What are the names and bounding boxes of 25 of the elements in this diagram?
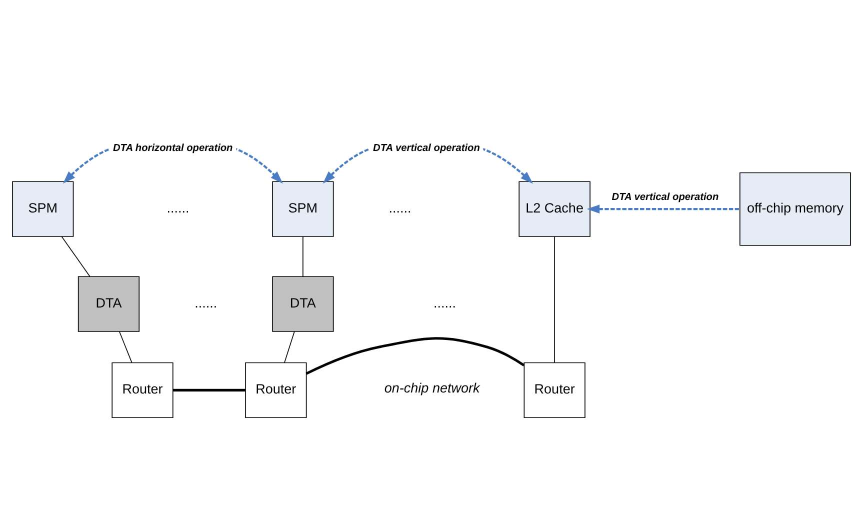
- node-box: L2 Cache: [518, 180, 590, 236]
- node-box: SPM: [272, 180, 334, 236]
- label: ......: [388, 200, 412, 215]
- connector: [61, 236, 90, 276]
- label: ......: [434, 294, 456, 310]
- edge-label: DTA vertical operation: [612, 191, 719, 202]
- label: on-chip network: [384, 380, 480, 396]
- connector: [284, 330, 295, 362]
- connector: [554, 236, 555, 362]
- node-box: Router: [524, 362, 586, 418]
- connector: [302, 236, 304, 276]
- node-box: DTA: [78, 276, 140, 332]
- node-box: off-chip memory: [739, 172, 851, 246]
- node-box: Router: [112, 362, 174, 418]
- label: ......: [166, 200, 190, 215]
- connector: [173, 388, 246, 391]
- connector: [119, 330, 132, 362]
- edge-label: DTA vertical operation: [373, 142, 480, 154]
- node-box: SPM: [12, 180, 74, 236]
- arrow: [586, 204, 740, 213]
- connector: [306, 336, 525, 374]
- node-box: DTA: [272, 276, 334, 332]
- edge-label: DTA horizontal operation: [112, 142, 233, 154]
- node-box: Router: [245, 362, 307, 418]
- label: ......: [194, 294, 218, 310]
